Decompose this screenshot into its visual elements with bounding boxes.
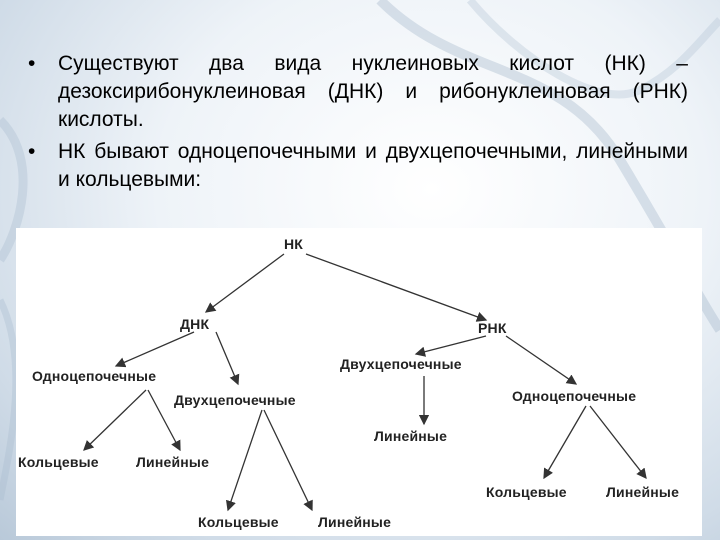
edge-dna-double-linear xyxy=(263,409,313,512)
node-dna-single: Одноцепочечные xyxy=(32,368,157,384)
edge-rna-single xyxy=(505,335,578,385)
bullet-list: • Существуют два вида нуклеиновых кислот… xyxy=(28,50,688,198)
node-dna-double-linear: Линейные xyxy=(318,514,392,530)
node-rna: РНК xyxy=(478,320,507,336)
edge-rna-single-ring xyxy=(543,405,587,480)
edge-rna-single-linear xyxy=(589,405,647,480)
node-dna-single-linear: Линейные xyxy=(136,454,210,470)
bullet-text: НК бывают одноцепочечными и двухцепочечн… xyxy=(58,140,688,191)
tree-connectors xyxy=(83,253,647,512)
bullet-text: Существуют два вида нуклеиновых кислот (… xyxy=(58,52,688,131)
bullet-dot: • xyxy=(28,140,36,163)
node-dna-double: Двухцепочечные xyxy=(174,392,296,408)
node-rna-single-linear: Линейные xyxy=(606,484,680,500)
node-rna-double-linear: Линейные xyxy=(374,428,448,444)
edge-dna-single-ring xyxy=(83,389,147,451)
nucleic-acid-classification-tree: НК ДНК РНК Одноцепочечные Двухцепочечные… xyxy=(16,228,702,536)
node-rna-single: Одноцепочечные xyxy=(512,388,637,404)
bullet-dot: • xyxy=(28,52,36,75)
edge-dna-double-ring xyxy=(226,409,263,512)
edge-rna-double xyxy=(414,335,487,357)
node-root: НК xyxy=(284,236,304,252)
node-dna: ДНК xyxy=(180,316,210,332)
edge-dna-double xyxy=(215,331,240,386)
edge-root-dna xyxy=(204,253,285,313)
node-rna-double: Двухцепочечные xyxy=(340,356,462,372)
node-dna-single-ring: Кольцевые xyxy=(18,454,99,470)
node-rna-single-ring: Кольцевые xyxy=(486,484,567,500)
bullet-item: • НК бывают одноцепочечными и двухцепоче… xyxy=(28,138,688,194)
bullet-item: • Существуют два вида нуклеиновых кислот… xyxy=(28,50,688,134)
edge-root-rna xyxy=(305,253,488,322)
node-dna-double-ring: Кольцевые xyxy=(198,514,279,530)
edge-dna-single xyxy=(114,331,195,368)
edge-dna-single-linear xyxy=(147,389,181,452)
